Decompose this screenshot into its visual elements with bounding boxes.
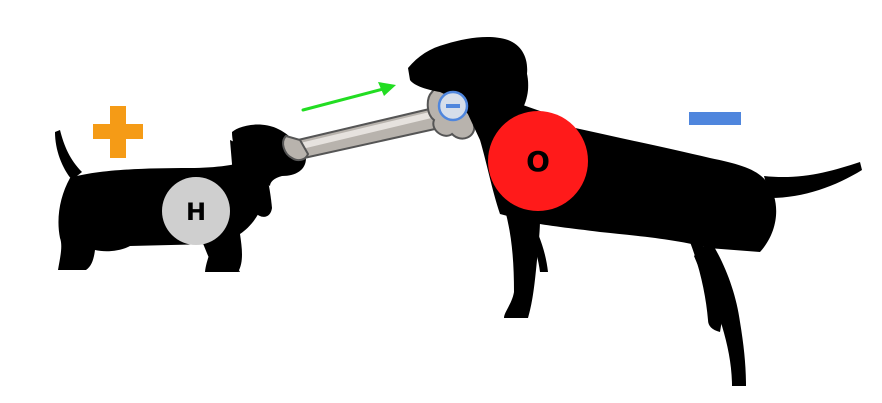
oxygen-atom-circle [488, 111, 588, 211]
hydrogen-atom-label: H [186, 198, 206, 226]
big-dog-front-leg-2 [522, 214, 548, 272]
small-dog-tail [55, 130, 82, 180]
oxygen-atom: O [488, 111, 588, 211]
electron-icon [437, 90, 469, 122]
positive-charge-icon [93, 106, 143, 158]
big-dog-hind-leg-2 [690, 242, 722, 332]
small-dog-neck [230, 140, 262, 200]
hydrogen-atom-circle [162, 177, 230, 245]
big-dog-tail [764, 162, 862, 198]
negative-charge-icon [689, 112, 741, 125]
electron-pull-arrow [301, 82, 396, 112]
arrow-shaft [301, 87, 385, 112]
plus-vertical-bar [110, 106, 126, 158]
big-dog-head [408, 37, 528, 120]
small-dog-front-legs [200, 236, 240, 272]
hydrogen-atom: H [162, 177, 230, 245]
bone-shaft-highlight [300, 110, 440, 149]
electron-minus [446, 104, 460, 108]
bone-knob-small-end [282, 134, 310, 162]
arrow-head [378, 82, 396, 96]
oxygen-atom-label: O [526, 145, 550, 178]
big-dog-silhouette [408, 37, 862, 386]
